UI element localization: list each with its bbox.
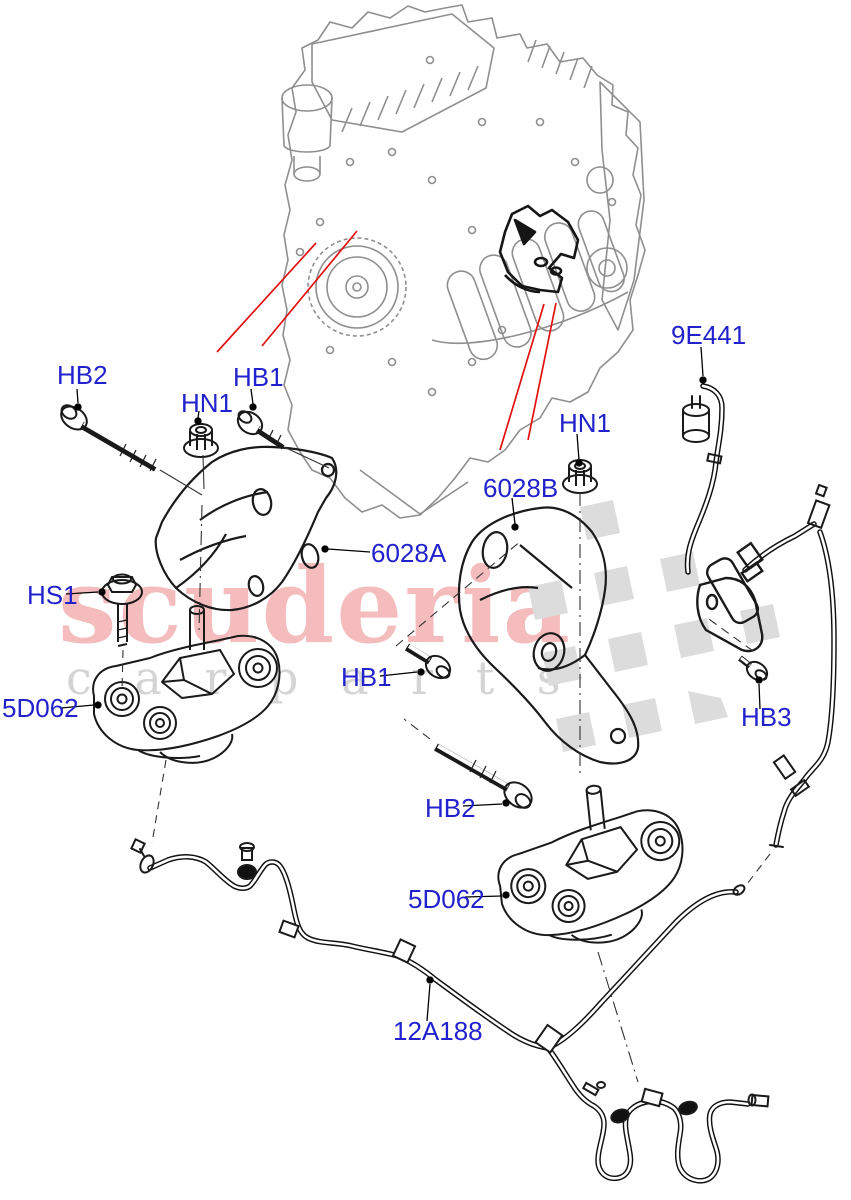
bolt-hb1-upper <box>236 410 288 450</box>
part-label-12a188: 12A188 <box>393 1016 483 1046</box>
watermark-brand: scuderia <box>58 544 572 667</box>
label-leader-lines <box>60 346 763 1022</box>
bolt-hb1-lower <box>404 643 452 680</box>
part-label-5d062-right: 5D062 <box>408 884 485 914</box>
part-label-hb1-upper: HB1 <box>233 362 284 392</box>
bracket-6028a <box>154 445 338 612</box>
checkered-flag-watermark <box>528 500 780 752</box>
part-label-hb3: HB3 <box>741 702 792 732</box>
bolt-hb3 <box>738 655 769 682</box>
bracket-6028b <box>457 506 640 765</box>
nut-hn1-left <box>183 423 219 458</box>
part-label-hb2-upper: HB2 <box>57 360 108 390</box>
part-label-hb1-lower: HB1 <box>341 662 392 692</box>
part-label-hn1-left: HN1 <box>181 388 234 418</box>
part-label-hb2-lower: HB2 <box>425 793 476 823</box>
part-label-6028b: 6028B <box>483 473 559 503</box>
assembly-lines <box>121 446 771 1083</box>
part-label-hn1-right: HN1 <box>559 408 612 438</box>
vacuum-pipe-12a188 <box>130 838 770 1180</box>
part-label-5d062-left: 5D062 <box>2 693 79 723</box>
part-label-6028a: 6028A <box>371 538 447 568</box>
engine-mount-right <box>488 776 693 954</box>
watermark-subtitle: c a r p a r t s <box>66 651 574 705</box>
engine-illustration <box>281 4 646 519</box>
red-pointer-lines <box>216 230 557 451</box>
part-label-hs1: HS1 <box>27 580 78 610</box>
engine-bracket-highlight <box>498 204 580 294</box>
watermark-text: scuderia c a r p a r t s <box>58 544 574 705</box>
bolt-hb2-lower <box>434 743 533 809</box>
vacuum-pipe-9e441 <box>682 386 834 848</box>
bolt-hb2-upper <box>60 404 160 472</box>
part-label-9e441: 9E441 <box>671 320 747 350</box>
